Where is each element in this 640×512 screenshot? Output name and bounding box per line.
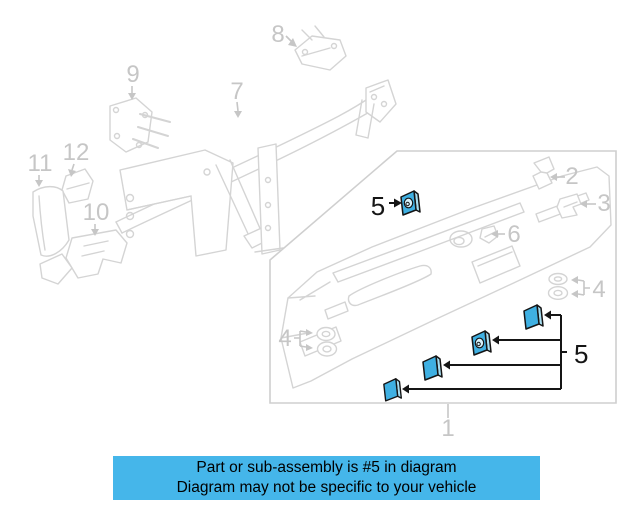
callout-8: 8 bbox=[271, 21, 284, 48]
callout-4-left: 4 bbox=[278, 325, 291, 352]
selection-box bbox=[269, 150, 617, 404]
gray-callouts: 7 8 9 10 11 12 2 3 6 4 4 1 bbox=[28, 21, 611, 442]
callout-12: 12 bbox=[63, 139, 90, 166]
callout-3: 3 bbox=[597, 190, 610, 217]
callout-11: 11 bbox=[28, 150, 53, 177]
panel-part-11-art bbox=[32, 185, 70, 257]
callout-1: 1 bbox=[441, 415, 454, 442]
callout-5-right: 5 bbox=[574, 339, 588, 369]
callout-7: 7 bbox=[230, 78, 243, 105]
clip-part-12-art bbox=[61, 168, 94, 204]
retainer-clip-icon bbox=[523, 304, 544, 330]
callout-5-top-group: 5 bbox=[371, 191, 402, 221]
beam-part-7-art bbox=[115, 79, 397, 257]
callout-5-right-group: 5 bbox=[402, 310, 588, 394]
callout-9: 9 bbox=[126, 61, 139, 88]
retainer-clip-icon bbox=[383, 378, 403, 402]
callout-4-right: 4 bbox=[592, 276, 605, 303]
bracket-part-10-art bbox=[39, 229, 128, 285]
callout-6: 6 bbox=[507, 221, 520, 248]
washers-part-4-left-art bbox=[316, 326, 338, 357]
banner-line-2: Diagram may not be specific to your vehi… bbox=[176, 479, 477, 496]
frame-assembly-art bbox=[32, 25, 397, 285]
washers-part-4-right-art bbox=[547, 272, 569, 301]
callout-5-top: 5 bbox=[371, 191, 385, 221]
highlight-banner: Part or sub-assembly is #5 in diagram Di… bbox=[113, 456, 540, 500]
retainer-clip-icon bbox=[422, 355, 443, 381]
bracket-part-9-art bbox=[109, 97, 171, 153]
bracket-part-2-art bbox=[532, 156, 555, 190]
callout-10: 10 bbox=[83, 199, 110, 226]
banner-line-1: Part or sub-assembly is #5 in diagram bbox=[196, 459, 457, 476]
retainer-clip-icon bbox=[471, 330, 492, 356]
bracket-part-8-art bbox=[294, 25, 347, 71]
retainer-clip-icon bbox=[400, 190, 421, 216]
bracket-part-3-art bbox=[556, 193, 582, 219]
callout-2: 2 bbox=[565, 163, 578, 190]
